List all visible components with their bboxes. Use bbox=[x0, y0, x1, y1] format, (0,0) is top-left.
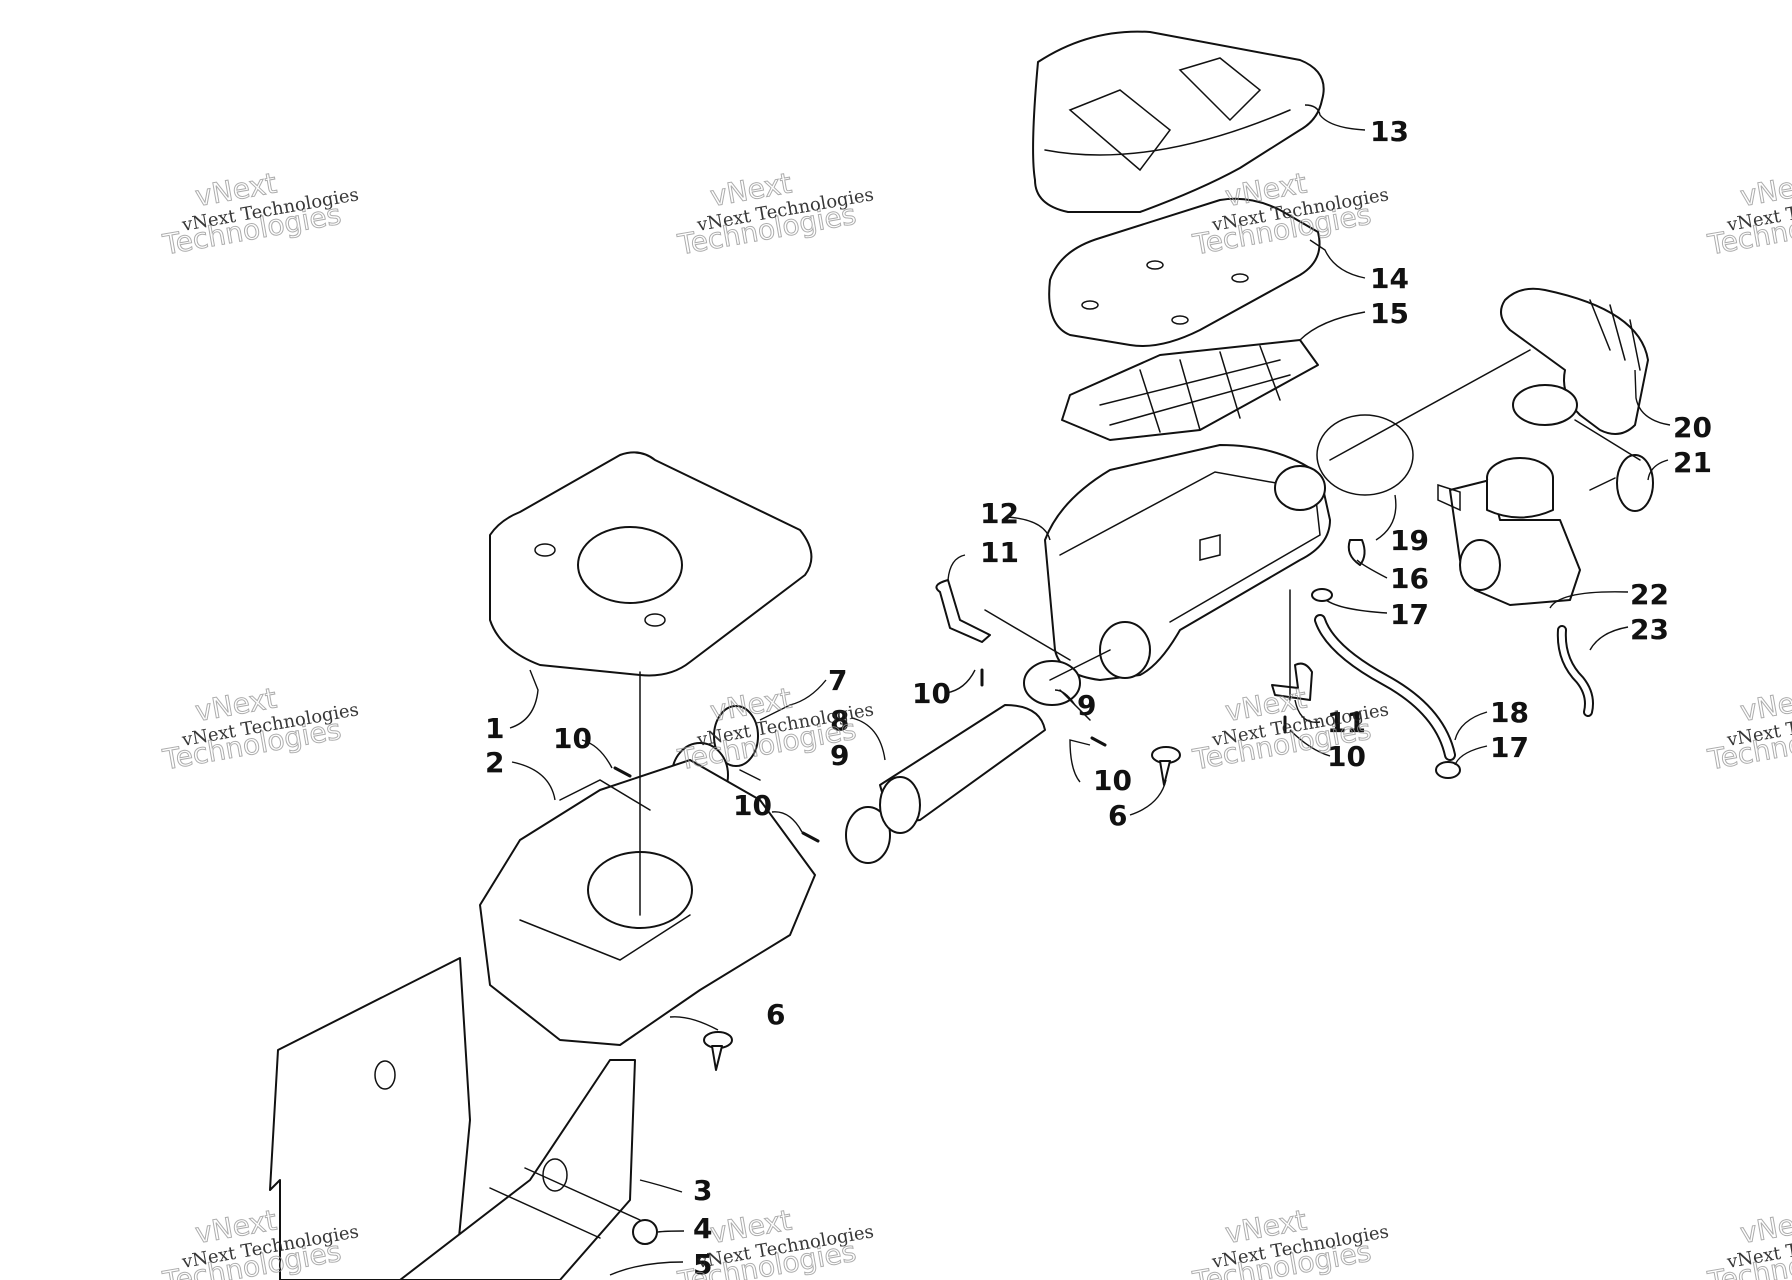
callout-17a: 17 bbox=[1390, 598, 1429, 631]
callout-10e: 10 bbox=[1327, 740, 1366, 773]
callout-22: 22 bbox=[1630, 578, 1669, 611]
callout-10a: 10 bbox=[553, 722, 592, 755]
callout-10b: 10 bbox=[733, 789, 772, 822]
callout-15: 15 bbox=[1370, 297, 1409, 330]
part-20-intake-boot[interactable] bbox=[1500, 287, 1649, 435]
part-19-clamp[interactable] bbox=[1316, 414, 1414, 496]
callout-16: 16 bbox=[1390, 562, 1429, 595]
callout-17b: 17 bbox=[1490, 731, 1529, 764]
part-10b-screw[interactable] bbox=[801, 831, 820, 843]
callout-14: 14 bbox=[1370, 262, 1409, 295]
callout-18: 18 bbox=[1490, 696, 1529, 729]
callout-8: 8 bbox=[830, 704, 849, 737]
callout-6a: 6 bbox=[766, 998, 785, 1031]
part-17b-clamp[interactable] bbox=[1435, 761, 1461, 779]
callout-2: 2 bbox=[485, 746, 504, 779]
part-21-clamp[interactable] bbox=[1616, 454, 1654, 512]
part-6b-push-rivet[interactable] bbox=[1151, 746, 1181, 786]
part-11b-bracket[interactable] bbox=[1271, 662, 1313, 701]
part-17a-clamp[interactable] bbox=[1311, 588, 1333, 602]
part-1-upper-cover[interactable] bbox=[489, 451, 813, 677]
callout-11b: 11 bbox=[1327, 706, 1366, 739]
callout-4: 4 bbox=[693, 1212, 712, 1245]
part-8-duct-tube[interactable] bbox=[879, 704, 1046, 834]
callout-numbers: 13 14 15 20 21 22 23 12 11 19 16 17 18 1… bbox=[485, 115, 1712, 1280]
callout-19: 19 bbox=[1390, 524, 1429, 557]
part-9a-clamp[interactable] bbox=[1023, 660, 1081, 706]
callout-20: 20 bbox=[1673, 411, 1712, 444]
part-15-filter-cage[interactable] bbox=[1061, 339, 1319, 441]
part-11a-bracket[interactable] bbox=[935, 579, 991, 643]
callout-1: 1 bbox=[485, 712, 504, 745]
callout-21: 21 bbox=[1673, 446, 1712, 479]
callout-11a: 11 bbox=[980, 536, 1019, 569]
callout-23: 23 bbox=[1630, 613, 1669, 646]
part-13-airbox-lid[interactable] bbox=[1032, 30, 1325, 213]
callout-5: 5 bbox=[693, 1248, 712, 1280]
callout-7: 7 bbox=[828, 664, 847, 697]
part-3-heat-shield[interactable] bbox=[269, 957, 636, 1280]
part-2-lower-base[interactable] bbox=[479, 759, 816, 1046]
callout-9a: 9 bbox=[830, 739, 849, 772]
part-16-clip[interactable] bbox=[1347, 539, 1366, 566]
leader-lines bbox=[509, 104, 1671, 1276]
callout-12: 12 bbox=[980, 497, 1019, 530]
part-4-rivet[interactable] bbox=[632, 1219, 658, 1245]
part-22-carburetor[interactable] bbox=[1437, 457, 1581, 606]
callout-10c: 10 bbox=[912, 677, 951, 710]
callout-10d: 10 bbox=[1093, 764, 1132, 797]
part-10a-screw[interactable] bbox=[613, 766, 632, 778]
part-14-air-filter[interactable] bbox=[1048, 197, 1321, 347]
part-7-boot[interactable] bbox=[713, 705, 759, 767]
part-9b-clamp[interactable] bbox=[845, 806, 891, 864]
assembly-lines bbox=[489, 349, 1641, 1239]
part-6a-push-rivet[interactable] bbox=[703, 1031, 733, 1071]
callout-13: 13 bbox=[1370, 115, 1409, 148]
callout-3: 3 bbox=[693, 1174, 712, 1207]
part-12-airbox-body[interactable] bbox=[1044, 444, 1331, 681]
part-10d-screw[interactable] bbox=[1090, 736, 1107, 747]
callout-6b: 6 bbox=[1108, 799, 1127, 832]
callout-9b: 9 bbox=[1077, 689, 1096, 722]
